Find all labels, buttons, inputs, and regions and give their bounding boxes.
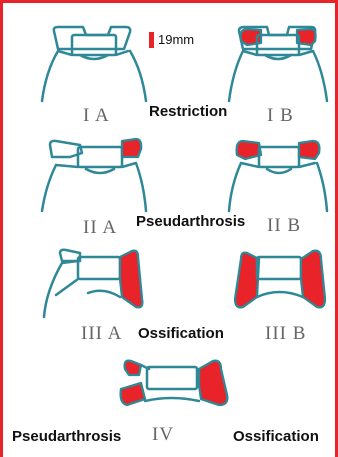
label-iv: IV: [152, 424, 174, 446]
term-ossification-middle: Ossification: [138, 325, 224, 342]
diagram-ia: [38, 23, 150, 105]
diagram-iia: [38, 133, 150, 215]
diagram-iiia: [38, 247, 150, 327]
diagram-iv: [115, 355, 233, 431]
label-ib: I B: [267, 105, 294, 127]
term-pseudarthrosis-bottom: Pseudarthrosis: [12, 428, 121, 445]
term-ossification-bottom: Ossification: [233, 428, 319, 445]
diagram-ib: [225, 23, 331, 105]
label-iiib: III B: [265, 323, 306, 345]
term-pseudarthrosis-middle: Pseudarthrosis: [136, 213, 245, 230]
diagram-iib: [225, 133, 331, 215]
label-iiia: III A: [81, 323, 122, 345]
label-iib: II B: [267, 215, 301, 237]
label-iia: II A: [83, 217, 117, 239]
term-restriction: Restriction: [149, 103, 227, 120]
label-ia: I A: [83, 105, 110, 127]
diagram-iiib: [227, 247, 333, 327]
scale-bar-label: 19mm: [158, 32, 194, 47]
